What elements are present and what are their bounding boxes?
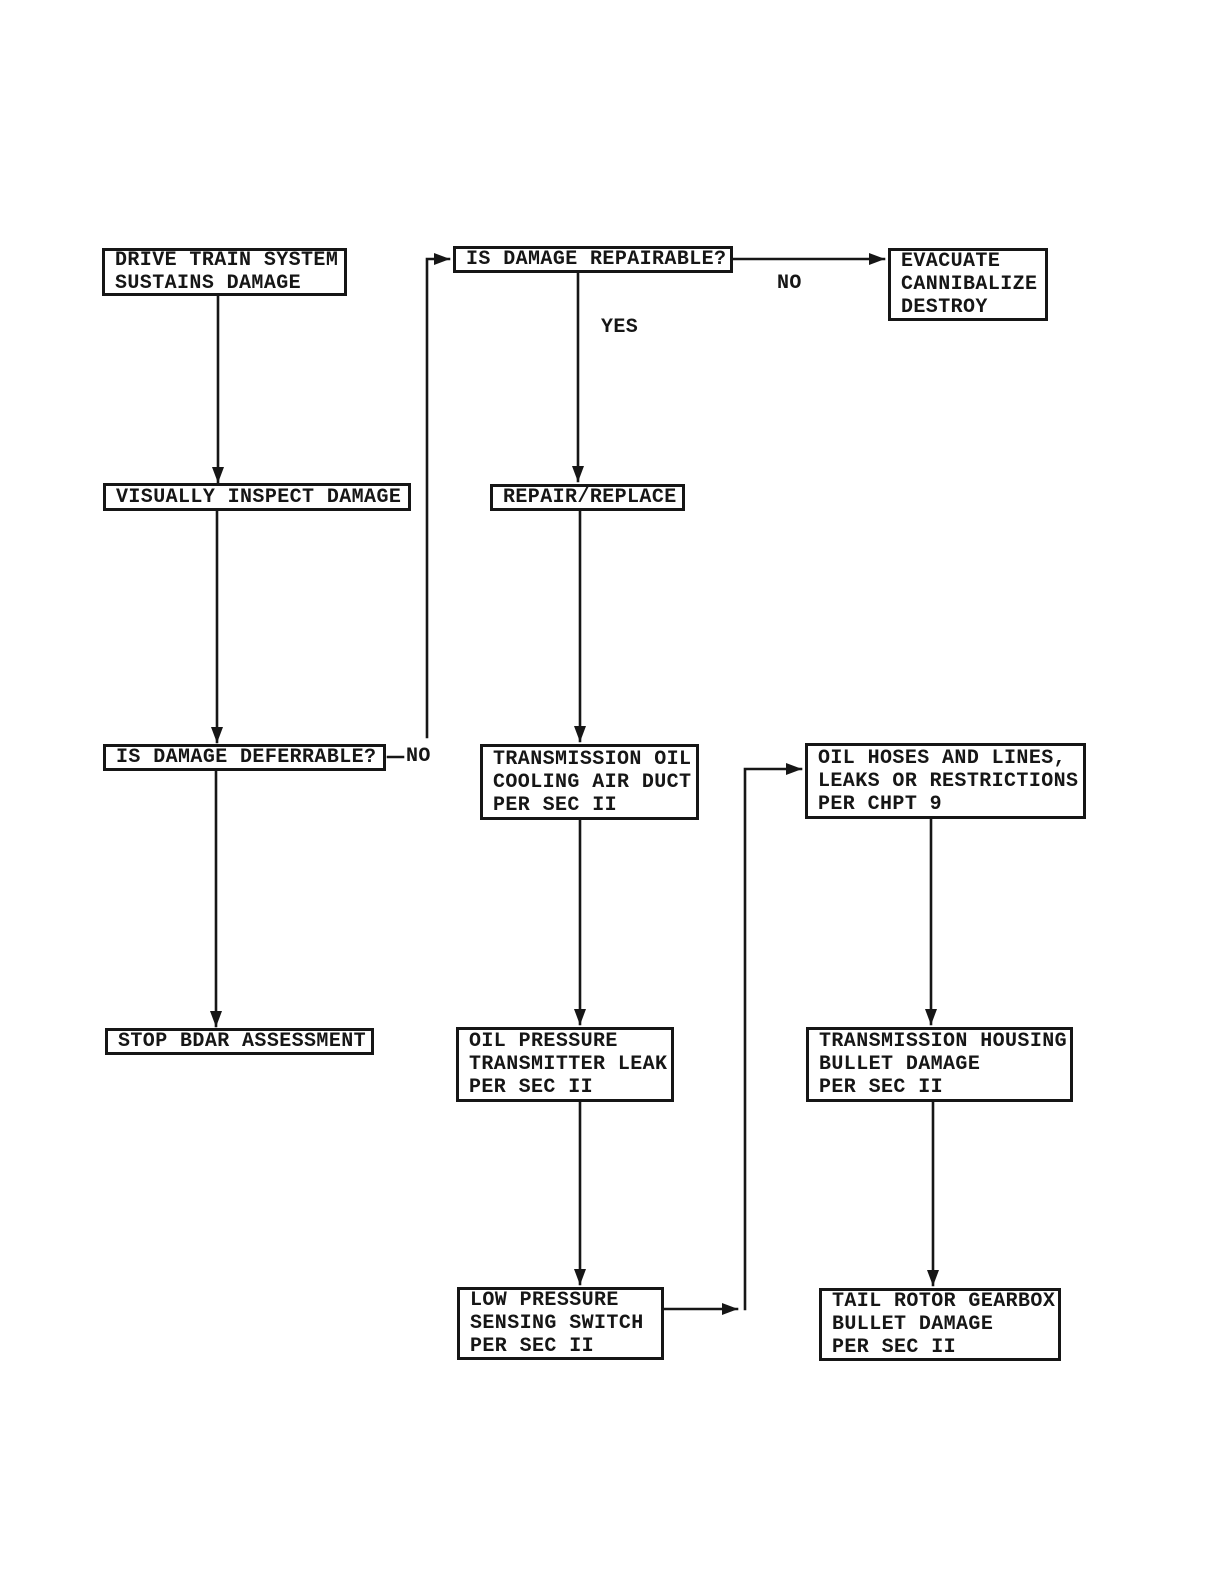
edge-no-up-to-repairable [425, 253, 451, 739]
node-low-pressure-sensing-switch: LOW PRESSURE SENSING SWITCH PER SEC II [457, 1287, 664, 1360]
node-is-damage-deferrable: IS DAMAGE DEFERRABLE? [103, 744, 386, 771]
label-deferrable-no: NO [406, 745, 431, 768]
label-repairable-no: NO [777, 272, 802, 295]
node-transmission-oil-cooling-air-duct: TRANSMISSION OIL COOLING AIR DUCT PER SE… [480, 744, 699, 820]
node-visually-inspect-damage: VISUALLY INSPECT DAMAGE [103, 483, 411, 511]
label-repairable-yes: YES [601, 316, 639, 339]
node-is-damage-repairable: IS DAMAGE REPAIRABLE? [453, 246, 733, 273]
node-evacuate-cannibalize-destroy: EVACUATE CANNIBALIZE DESTROY [888, 248, 1048, 321]
node-tail-rotor-gearbox-bullet-damage: TAIL ROTOR GEARBOX BULLET DAMAGE PER SEC… [819, 1288, 1061, 1361]
node-oil-pressure-transmitter-leak: OIL PRESSURE TRANSMITTER LEAK PER SEC II [456, 1027, 674, 1102]
node-oil-hoses-and-lines: OIL HOSES AND LINES, LEAKS OR RESTRICTIO… [805, 743, 1086, 819]
edge-up-to-oil-hoses [743, 763, 803, 1311]
node-stop-bdar-assessment: STOP BDAR ASSESSMENT [105, 1028, 374, 1055]
node-transmission-housing-bullet-damage: TRANSMISSION HOUSING BULLET DAMAGE PER S… [806, 1027, 1073, 1102]
node-repair-replace: REPAIR/REPLACE [490, 484, 685, 511]
node-drive-train-system: DRIVE TRAIN SYSTEM SUSTAINS DAMAGE [102, 248, 347, 296]
